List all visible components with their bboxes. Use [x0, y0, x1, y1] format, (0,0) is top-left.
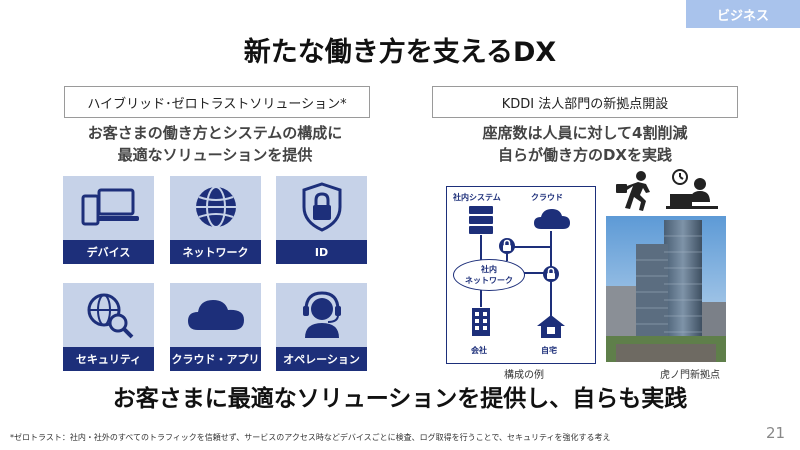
left-subtitle-line1: お客さまの働き方とシステムの構成に — [87, 124, 343, 142]
operator-headset-icon — [276, 283, 367, 345]
tile-device-label: デバイス — [63, 240, 154, 264]
tile-cloud: クラウド・アプリ — [170, 283, 261, 371]
office-building-icon — [472, 308, 490, 336]
home-icon — [537, 315, 565, 338]
tile-id: ID — [276, 176, 367, 264]
network-globe-icon — [170, 176, 261, 238]
cloud-icon — [170, 283, 261, 345]
tile-cloud-label: クラウド・アプリ — [170, 347, 261, 371]
tile-network: ネットワーク — [170, 176, 261, 264]
diagram-cloud-icon — [534, 209, 570, 229]
security-search-icon — [63, 283, 154, 345]
tile-device: デバイス — [63, 176, 154, 264]
internal-network-label-line1: 社内 — [481, 265, 497, 274]
footnote: *ゼロトラスト：社内・社外のすべてのトラフィックを信頼せず、サービスのアクセス時… — [10, 433, 611, 442]
tile-operation: オペレーション — [276, 283, 367, 371]
diagram-office-label: 会社 — [471, 346, 487, 355]
bottom-message: お客さまに最適なソリューションを提供し、自らも実践 — [112, 386, 688, 412]
running-businessman-icon — [616, 171, 650, 211]
tile-security-label: セキュリティ — [63, 347, 154, 371]
section-tag: ビジネス — [686, 0, 800, 28]
left-subtitle: お客さまの働き方とシステムの構成に 最適なソリューションを提供 — [40, 122, 390, 166]
device-icon — [63, 176, 154, 238]
network-diagram: 社内システム クラウド 社内 ネットワーク 会社 自宅 — [446, 186, 596, 364]
server-stack-icon — [469, 206, 493, 234]
network-lock-icon — [543, 266, 559, 282]
page-number: 21 — [766, 424, 786, 442]
internal-network-node: 社内 ネットワーク — [453, 259, 525, 291]
lock-shield-icon — [276, 176, 367, 238]
toranomon-building-photo — [606, 216, 726, 362]
solution-label-box: ハイブリッド･ゼロトラストソリューション* — [64, 86, 370, 118]
kddi-label-box: KDDI 法人部門の新拠点開設 — [432, 86, 738, 118]
tile-security: セキュリティ — [63, 283, 154, 371]
internal-network-label-line2: ネットワーク — [465, 276, 513, 285]
diagram-cloud-label: クラウド — [531, 193, 563, 202]
right-subtitle-line2: 自らが働き方のDXを実践 — [497, 146, 673, 164]
photo-caption: 虎ノ門新拠点 — [660, 370, 720, 381]
remote-worker-icon — [666, 169, 718, 209]
tile-network-label: ネットワーク — [170, 240, 261, 264]
diagram-home-label: 自宅 — [541, 346, 557, 355]
page-title: 新たな働き方を支えるDX — [243, 37, 557, 68]
right-subtitle-line1: 座席数は人員に対して4割削減 — [482, 124, 688, 142]
tile-operation-label: オペレーション — [276, 347, 367, 371]
tile-id-label: ID — [276, 240, 367, 264]
diagram-internal-system-label: 社内システム — [453, 193, 501, 202]
diagram-caption: 構成の例 — [504, 370, 544, 381]
left-subtitle-line2: 最適なソリューションを提供 — [117, 146, 313, 164]
cloud-lock-icon — [499, 238, 515, 254]
right-subtitle: 座席数は人員に対して4割削減 自らが働き方のDXを実践 — [410, 122, 760, 166]
